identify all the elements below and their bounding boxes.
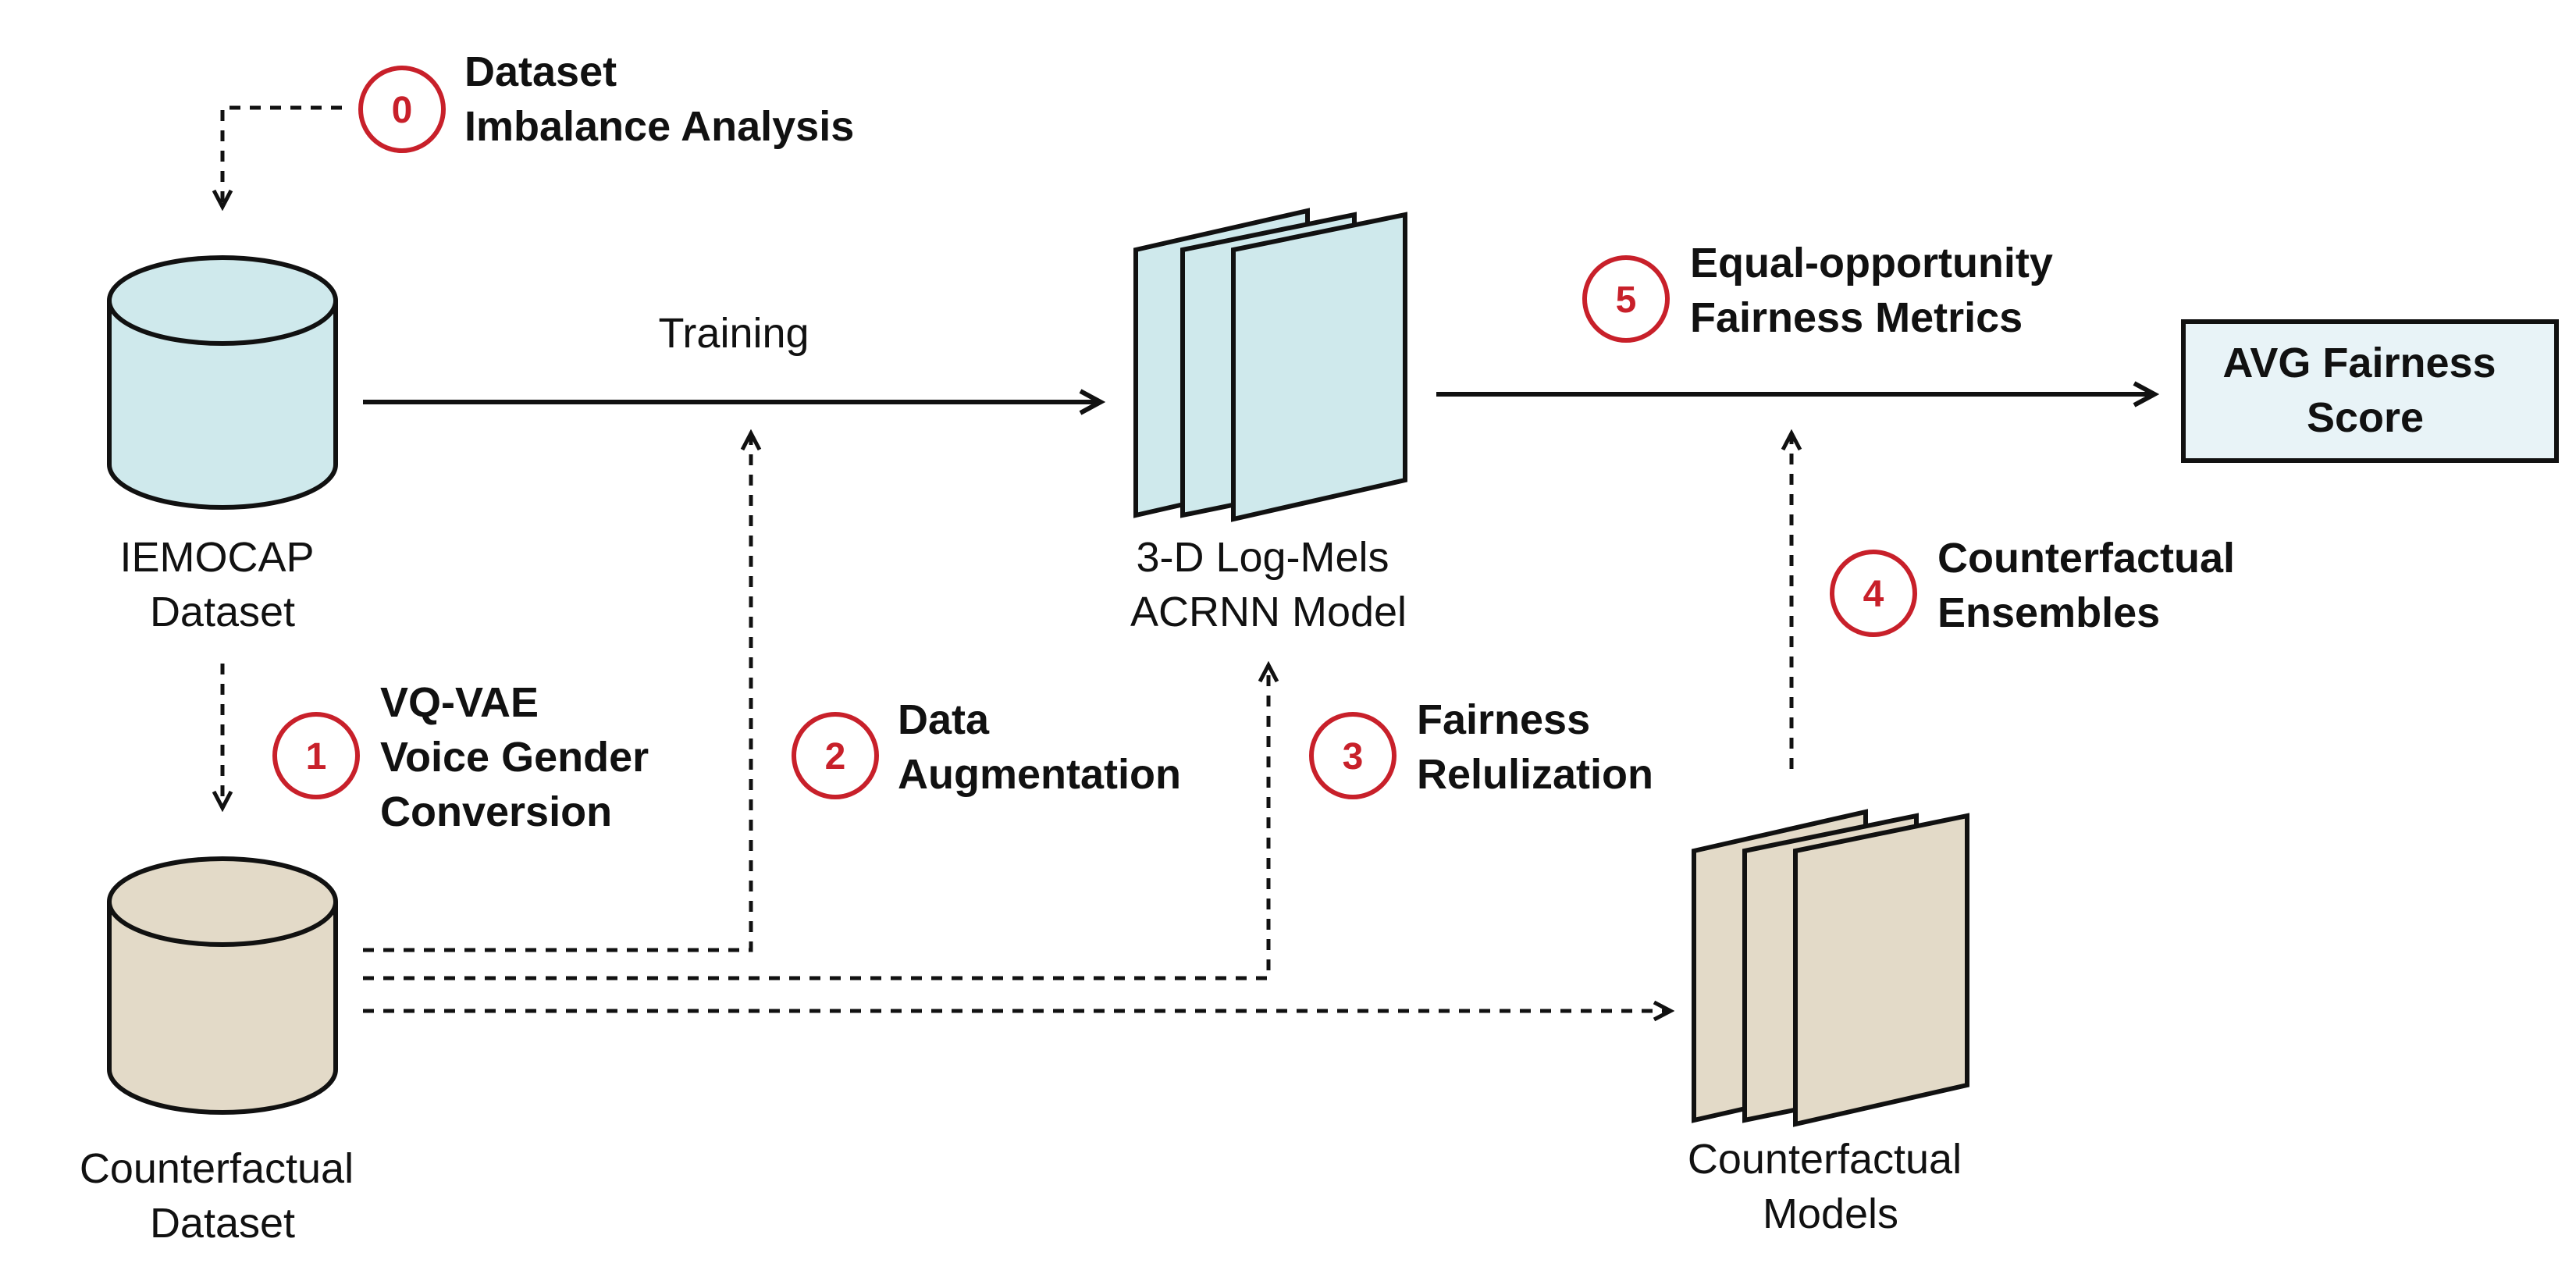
acrnn-model-icon xyxy=(1133,208,1407,522)
acrnn-label-line-2: ACRNN Model xyxy=(1130,589,1407,635)
step-3-number: 3 xyxy=(1343,736,1364,778)
step-1-label: VQ-VAE Voice Gender Conversion xyxy=(380,679,660,835)
counterfactual-models-label: Counterfactual Models xyxy=(1688,1136,1973,1237)
step-4: 4 Counterfactual Ensembles xyxy=(1830,535,2247,637)
result-box-line-1: AVG Fairness xyxy=(2222,340,2496,386)
step-3-label: Fairness Relulization xyxy=(1417,696,1653,798)
counterfactual-models-icon xyxy=(1692,809,1969,1127)
step-0-label-line-1: Dataset xyxy=(464,48,617,95)
step-4-badge-icon xyxy=(1830,550,1917,637)
augmentation-arrow xyxy=(363,433,751,952)
step-0-label-line-2: Imbalance Analysis xyxy=(464,103,854,150)
acrnn-label-line-1: 3-D Log-Mels xyxy=(1136,534,1389,581)
avg-fairness-score-label: AVG Fairness Score xyxy=(2222,340,2507,441)
counterfactual-dataset-label-line-1: Counterfactual xyxy=(80,1145,354,1192)
acrnn-model-label: 3-D Log-Mels ACRNN Model xyxy=(1130,534,1407,635)
cf-models-label-line-1: Counterfactual xyxy=(1688,1136,1962,1183)
step-1-label-line-2: Voice Gender xyxy=(380,734,649,781)
iemocap-cylinder-top xyxy=(107,255,338,346)
step-5-badge-icon xyxy=(1582,255,1670,343)
step-4-label: Counterfactual Ensembles xyxy=(1937,535,2247,636)
counterfactual-dataset-label: Counterfactual Dataset xyxy=(80,1145,365,1247)
step-1: 1 VQ-VAE Voice Gender Conversion xyxy=(272,679,660,835)
analysis-to-iemocap-arrow xyxy=(222,105,342,207)
step-0-number: 0 xyxy=(392,90,413,131)
step-4-label-line-2: Ensembles xyxy=(1937,589,2160,636)
step-0: 0 Dataset Imbalance Analysis xyxy=(358,48,854,153)
step-2-label-line-2: Augmentation xyxy=(898,751,1181,798)
counterfactual-dataset-icon xyxy=(107,856,338,1115)
counterfactual-cylinder-body xyxy=(107,902,338,1115)
iemocap-label-line-1: IEMOCAP xyxy=(119,534,313,581)
step-1-label-line-3: Conversion xyxy=(380,788,612,835)
step-3-label-line-2: Relulization xyxy=(1417,751,1653,798)
step-5-number: 5 xyxy=(1616,279,1637,321)
step-1-badge-icon xyxy=(272,712,360,799)
step-5: 5 Equal-opportunity Fairness Metrics xyxy=(1582,240,2065,343)
iemocap-dataset-label: IEMOCAP Dataset xyxy=(119,534,325,635)
iemocap-label-line-2: Dataset xyxy=(150,589,295,635)
step-2-label-line-1: Data xyxy=(898,696,990,743)
cf-sheet-front xyxy=(1793,813,1969,1127)
step-1-label-line-1: VQ-VAE xyxy=(380,679,539,726)
step-2-badge-icon xyxy=(792,712,879,799)
cf-models-label-line-2: Models xyxy=(1763,1190,1898,1237)
step-4-label-line-1: Counterfactual xyxy=(1937,535,2235,582)
avg-fairness-score-box xyxy=(2181,319,2559,463)
counterfactual-cylinder-top xyxy=(107,856,338,947)
step-2-label: Data Augmentation xyxy=(898,696,1181,798)
step-0-label: Dataset Imbalance Analysis xyxy=(464,48,854,150)
step-3-badge-icon xyxy=(1309,712,1397,799)
iemocap-dataset-icon xyxy=(107,255,338,510)
step-2-number: 2 xyxy=(825,736,846,778)
step-3-label-line-1: Fairness xyxy=(1417,696,1590,743)
acrnn-sheet-front xyxy=(1231,212,1407,522)
step-1-number: 1 xyxy=(306,736,327,778)
step-4-number: 4 xyxy=(1863,574,1884,615)
step-5-label-line-1: Equal-opportunity xyxy=(1690,240,2053,286)
step-0-badge-icon xyxy=(358,66,446,153)
step-5-label-line-2: Fairness Metrics xyxy=(1690,294,2023,341)
step-3: 3 Fairness Relulization xyxy=(1309,696,1653,799)
step-2: 2 Data Augmentation xyxy=(792,696,1181,799)
step-5-label: Equal-opportunity Fairness Metrics xyxy=(1690,240,2065,341)
counterfactual-dataset-label-line-2: Dataset xyxy=(150,1200,295,1247)
training-label: Training xyxy=(658,310,809,357)
result-box-line-2: Score xyxy=(2307,394,2424,441)
iemocap-cylinder-body xyxy=(107,301,338,510)
